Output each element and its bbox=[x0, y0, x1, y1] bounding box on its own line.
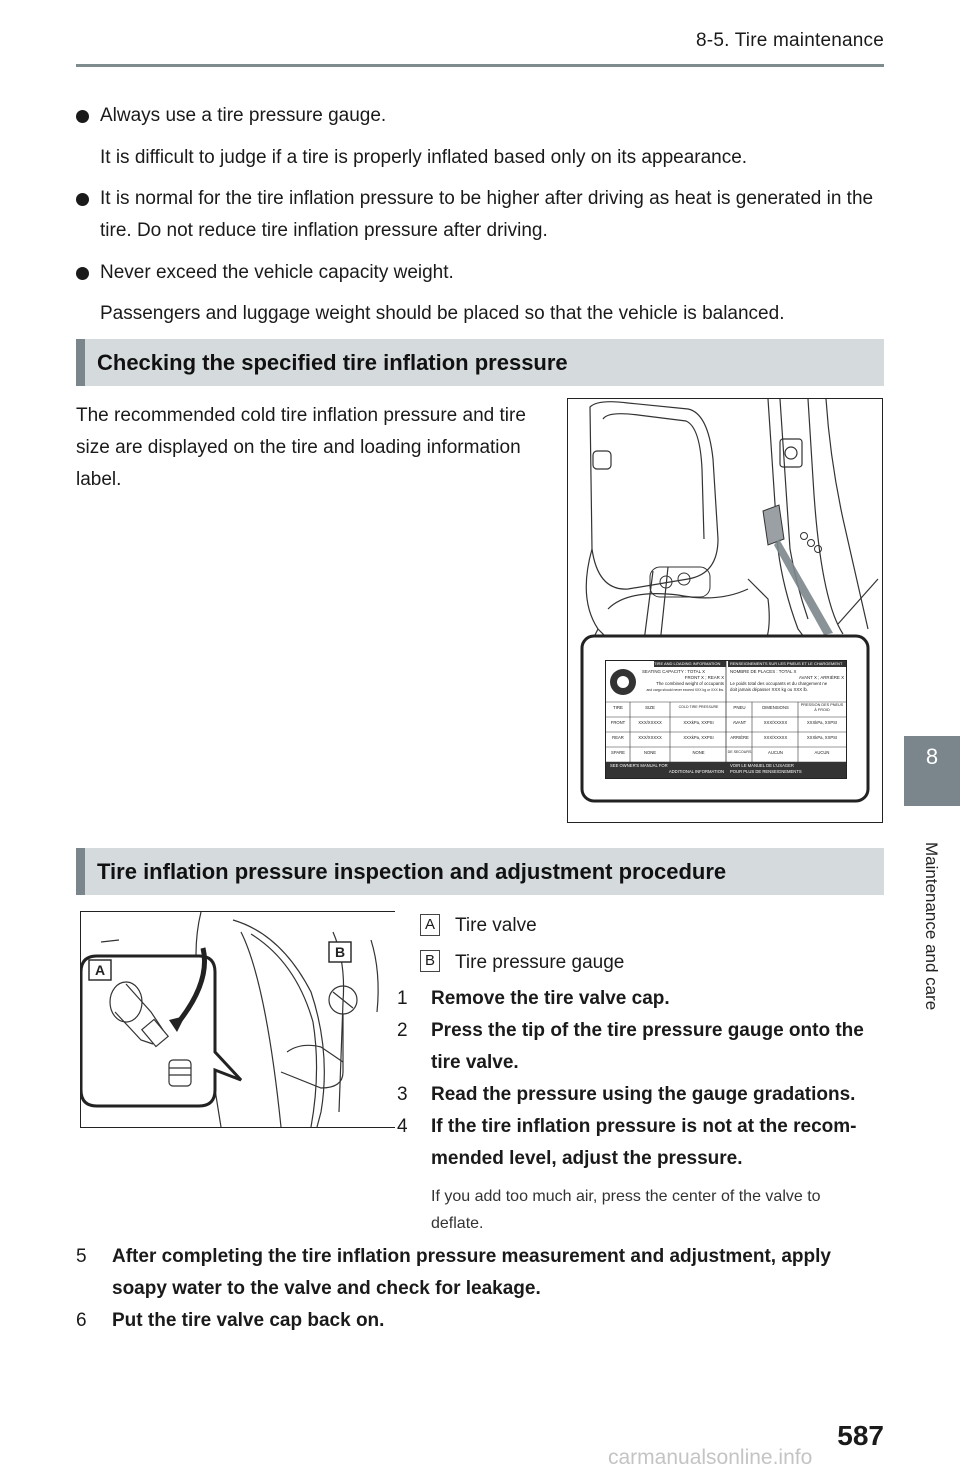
placard-fr-row-pressure: XXXkPa, XXPSI bbox=[806, 735, 838, 740]
tire-label-location-illustration: TIRE AND LOADING INFORMATION RENSEIGNEME… bbox=[567, 398, 883, 823]
header-rule bbox=[76, 64, 884, 67]
placard-fr-row-size: XXX/XXXXX bbox=[763, 735, 788, 740]
placard-en-row-tire: FRONT bbox=[610, 720, 626, 725]
placard-en-weight1: The combined weight of occupants bbox=[656, 681, 724, 686]
bullet-icon bbox=[76, 193, 89, 206]
tire-loading-placard: TIRE AND LOADING INFORMATION RENSEIGNEME… bbox=[605, 660, 847, 779]
watermark: carmanualsonline.info bbox=[608, 1446, 813, 1469]
placard-en-row-pressure: XXXkPa, XXPSI bbox=[683, 735, 714, 740]
placard-en-row-size: XXX/XXXXX bbox=[638, 735, 662, 740]
legend-label-tire-valve: Tire valve bbox=[455, 915, 537, 936]
section-heading-title: Tire inflation pressure inspection and a… bbox=[97, 859, 727, 884]
section-heading-bar bbox=[76, 848, 85, 895]
section-heading: Checking the specified tire inflation pr… bbox=[76, 339, 884, 386]
placard-en-row-size: NONE bbox=[643, 750, 657, 755]
legend-label-pressure-gauge: Tire pressure gauge bbox=[455, 952, 625, 973]
placard-en-row-size: XXX/XXXXX bbox=[638, 720, 662, 725]
placard-en-capacity: SEATING CAPACITY : TOTAL X FRONT X ; REA… bbox=[642, 669, 724, 693]
placard-en-col-pressure: COLD TIRE PRESSURE bbox=[678, 705, 719, 709]
placard-fr-capacity: NOMBRE DE PLACES : TOTAL X AVANT X ; ARR… bbox=[730, 669, 844, 693]
section-body: The recommended cold tire inflation pres… bbox=[76, 405, 526, 490]
chapter-tab bbox=[904, 736, 960, 806]
callout-a-marker: A bbox=[95, 962, 105, 978]
placard-fr-row-tire: DE SECOURS bbox=[727, 750, 752, 754]
placard-en-row-tire: REAR bbox=[612, 735, 624, 740]
step-text: Put the tire valve cap back on. bbox=[112, 1310, 385, 1331]
step-note: If you add too much air, press the cente… bbox=[431, 1188, 821, 1232]
placard-fr-row-tire: ARRIÈRE bbox=[730, 735, 749, 740]
placard-en-footer-line: SEE OWNER'S MANUAL FOR bbox=[610, 763, 668, 768]
step-number: 6 bbox=[76, 1310, 87, 1331]
placard-fr-footer-line: POUR PLUS DE RENSEIGNEMENTS bbox=[730, 769, 802, 774]
section-heading: Tire inflation pressure inspection and a… bbox=[76, 848, 884, 895]
placard-fr-row-pressure: XXXkPa, XXPSI bbox=[806, 720, 838, 725]
legend-key-a: A bbox=[420, 914, 440, 936]
placard-en-col-tire: TIRE bbox=[612, 705, 623, 710]
placard-fr-row-tire: AVANT bbox=[732, 720, 747, 725]
bullet-text: Never exceed the vehicle capacity weight… bbox=[100, 262, 454, 283]
tire-valve-gauge-drawing: A B bbox=[79, 911, 379, 1128]
bullet-item: It is normal for the tire inflation pres… bbox=[76, 186, 886, 241]
procedure-step: 5 After completing the tire inflation pr… bbox=[76, 1241, 888, 1305]
bullet-item: Always use a tire pressure gauge. bbox=[76, 103, 886, 129]
placard-en-footer: SEE OWNER'S MANUAL FOR ADDITIONAL INFORM… bbox=[610, 763, 724, 775]
bullet-note: It is difficult to judge if a tire is pr… bbox=[100, 147, 748, 168]
step-number: 1 bbox=[397, 988, 408, 1009]
running-header: 8-5. Tire maintenance bbox=[696, 30, 884, 51]
step-text: Remove the tire valve cap. bbox=[431, 988, 670, 1009]
placard-graphic bbox=[606, 661, 846, 778]
step-number: 3 bbox=[397, 1084, 408, 1105]
bullet-text: It is normal for the tire inflation pres… bbox=[100, 188, 874, 241]
placard-fr-row-size: AUCUN bbox=[768, 750, 783, 755]
bullet-note: Passengers and luggage weight should be … bbox=[100, 303, 785, 324]
placard-fr-weight2: doit jamais dépasser XXX kg ou XXX lb. bbox=[730, 687, 809, 692]
step-number: 2 bbox=[397, 1020, 408, 1041]
section-heading-bar bbox=[76, 339, 85, 386]
bullet-icon bbox=[76, 110, 89, 123]
step-number: 5 bbox=[76, 1246, 87, 1267]
step-text: After completing the tire inflation pres… bbox=[112, 1246, 831, 1299]
placard-fr-capacity-line: NOMBRE DE PLACES : TOTAL X bbox=[730, 669, 797, 674]
procedure-step: 2 Press the tip of the tire pressure gau… bbox=[397, 1015, 887, 1079]
placard-en-capacity-line: SEATING CAPACITY : TOTAL X bbox=[642, 669, 706, 674]
placard-en-col-size: SIZE bbox=[645, 705, 655, 710]
procedure-step: 6 Put the tire valve cap back on. bbox=[76, 1305, 888, 1337]
bullet-item: Never exceed the vehicle capacity weight… bbox=[76, 260, 886, 286]
placard-fr-col-tire: PNEU bbox=[733, 705, 746, 710]
placard-en-row-pressure: NONE bbox=[692, 750, 705, 755]
procedure-step: 4 If the tire inflation pressure is not … bbox=[397, 1111, 887, 1175]
procedure-step: 1 Remove the tire valve cap. bbox=[397, 983, 887, 1015]
step-text: Press the tip of the tire pressure gauge… bbox=[431, 1020, 864, 1073]
placard-en-front-rear: FRONT X ; REAR X bbox=[684, 675, 724, 680]
chapter-title: Maintenance and care bbox=[915, 842, 945, 1042]
placard-fr-col-pressure: PRESSION DES PNEUS À FROID bbox=[800, 703, 844, 712]
step-number: 4 bbox=[397, 1116, 408, 1137]
placard-fr-row-size: XXX/XXXXX bbox=[763, 720, 788, 725]
bullet-icon bbox=[76, 267, 89, 280]
placard-en-row-pressure: XXXkPa, XXPSI bbox=[683, 720, 714, 725]
placard-en-weight2: and cargo should never exceed XXX kg or … bbox=[646, 688, 724, 692]
chapter-number: 8 bbox=[925, 744, 939, 769]
chapter-title-text: Maintenance and care bbox=[922, 842, 941, 1011]
placard-fr-col-size: DIMENSIONS bbox=[762, 705, 789, 710]
placard-fr-front-rear: AVANT X ; ARRIÈRE X bbox=[798, 675, 844, 680]
callout-b-marker: B bbox=[335, 944, 345, 960]
tire-gauge-illustration: A B bbox=[79, 911, 395, 1128]
bullet-text: Always use a tire pressure gauge. bbox=[100, 105, 387, 126]
placard-fr-footer-line: VOIR LE MANUEL DE L'USAGER bbox=[730, 763, 794, 768]
step-text: If the tire inflation pressure is not at… bbox=[431, 1116, 857, 1169]
section-heading-title: Checking the specified tire inflation pr… bbox=[97, 350, 568, 375]
placard-en-footer-line: ADDITIONAL INFORMATION bbox=[668, 769, 724, 774]
placard-fr-row-pressure: AUCUN bbox=[814, 750, 830, 755]
step-text: Read the pressure using the gauge gradat… bbox=[431, 1084, 856, 1105]
page-number: 587 bbox=[837, 1420, 884, 1451]
placard-fr-footer: VOIR LE MANUEL DE L'USAGER POUR PLUS DE … bbox=[730, 763, 844, 775]
legend-key-b: B bbox=[420, 950, 440, 972]
placard-fr-weight1: Le poids total des occupants et du charg… bbox=[730, 681, 828, 686]
placard-en-title: TIRE AND LOADING INFORMATION bbox=[654, 661, 721, 666]
placard-fr-title: RENSEIGNEMENTS SUR LES PNEUS ET LE CHARG… bbox=[730, 661, 843, 666]
placard-en-row-tire: SPARE bbox=[611, 750, 625, 755]
procedure-step: 3 Read the pressure using the gauge grad… bbox=[397, 1079, 887, 1111]
